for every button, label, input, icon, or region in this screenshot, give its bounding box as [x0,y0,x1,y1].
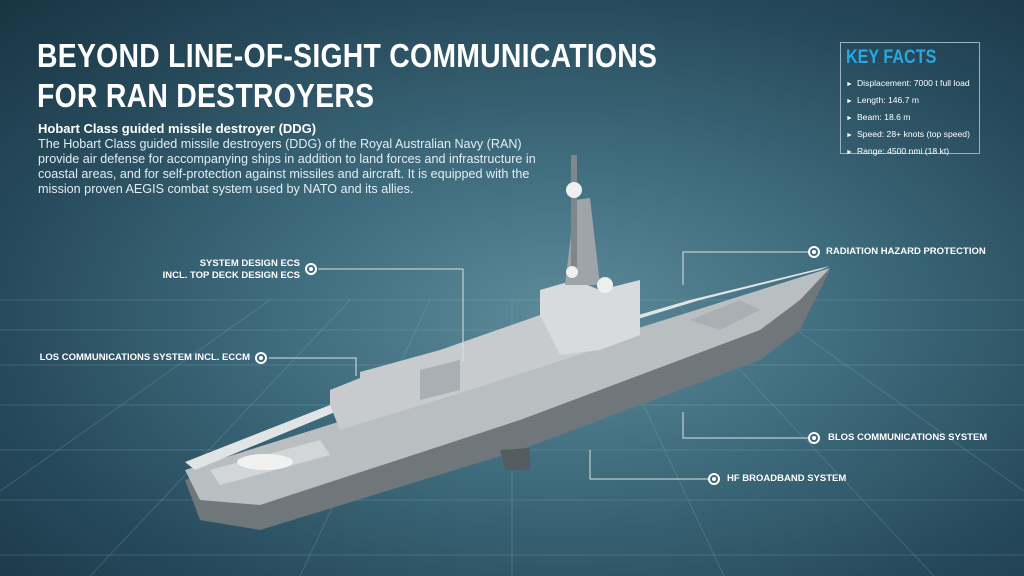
arrow-icon: ► [846,149,853,156]
key-fact-text: Displacement: 7000 t full load [856,78,970,88]
key-fact-item: ►Beam: 18.6 m [846,109,979,126]
key-fact-item: ►Length: 146.7 m [846,92,979,109]
leader-lines [269,251,808,480]
superstructure [210,155,760,485]
callout-marker-icon [808,246,820,258]
key-fact-text: Beam: 18.6 m [856,112,911,122]
callout-text: INCL. TOP DECK DESIGN ECS [162,270,300,281]
key-fact-item: ►Range: 4500 nmi (18 kt) [846,143,979,160]
subtitle: Hobart Class guided missile destroyer (D… [38,121,317,136]
callout-marker-icon [255,352,267,364]
callout-system-design: SYSTEM DESIGN ECS INCL. TOP DECK DESIGN … [163,258,300,282]
callout-los: LOS COMMUNICATIONS SYSTEM INCL. ECCM [39,352,250,363]
key-facts-panel: KEY FACTS ►Displacement: 7000 t full loa… [840,42,980,156]
arrow-icon: ► [846,81,853,88]
key-fact-text: Speed: 28+ knots (top speed) [856,129,970,139]
callout-marker-icon [808,432,820,444]
arrow-icon: ► [846,132,853,139]
callout-marker-icon [305,263,317,275]
key-fact-item: ►Displacement: 7000 t full load [846,75,979,92]
key-fact-text: Range: 4500 nmi (18 kt) [856,146,950,156]
callout-radhaz: RADIATION HAZARD PROTECTION [826,246,986,257]
ship-hull [185,266,830,530]
callout-text: SYSTEM DESIGN ECS [199,258,300,269]
key-fact-text: Length: 146.7 m [856,95,920,105]
title-line-1: BEYOND LINE-OF-SIGHT COMMUNICATIONS [37,37,658,74]
key-fact-item: ►Speed: 28+ knots (top speed) [846,126,979,143]
callout-hf: HF BROADBAND SYSTEM [727,473,847,484]
callout-marker-icon [708,473,720,485]
page-title: BEYOND LINE-OF-SIGHT COMMUNICATIONS FOR … [37,36,657,116]
arrow-icon: ► [846,98,853,105]
key-facts-heading: KEY FACTS [846,47,937,68]
callout-blos: BLOS COMMUNICATIONS SYSTEM [828,432,988,443]
title-line-2: FOR RAN DESTROYERS [37,77,375,114]
description: The Hobart Class guided missile destroye… [38,137,536,196]
arrow-icon: ► [846,115,853,122]
